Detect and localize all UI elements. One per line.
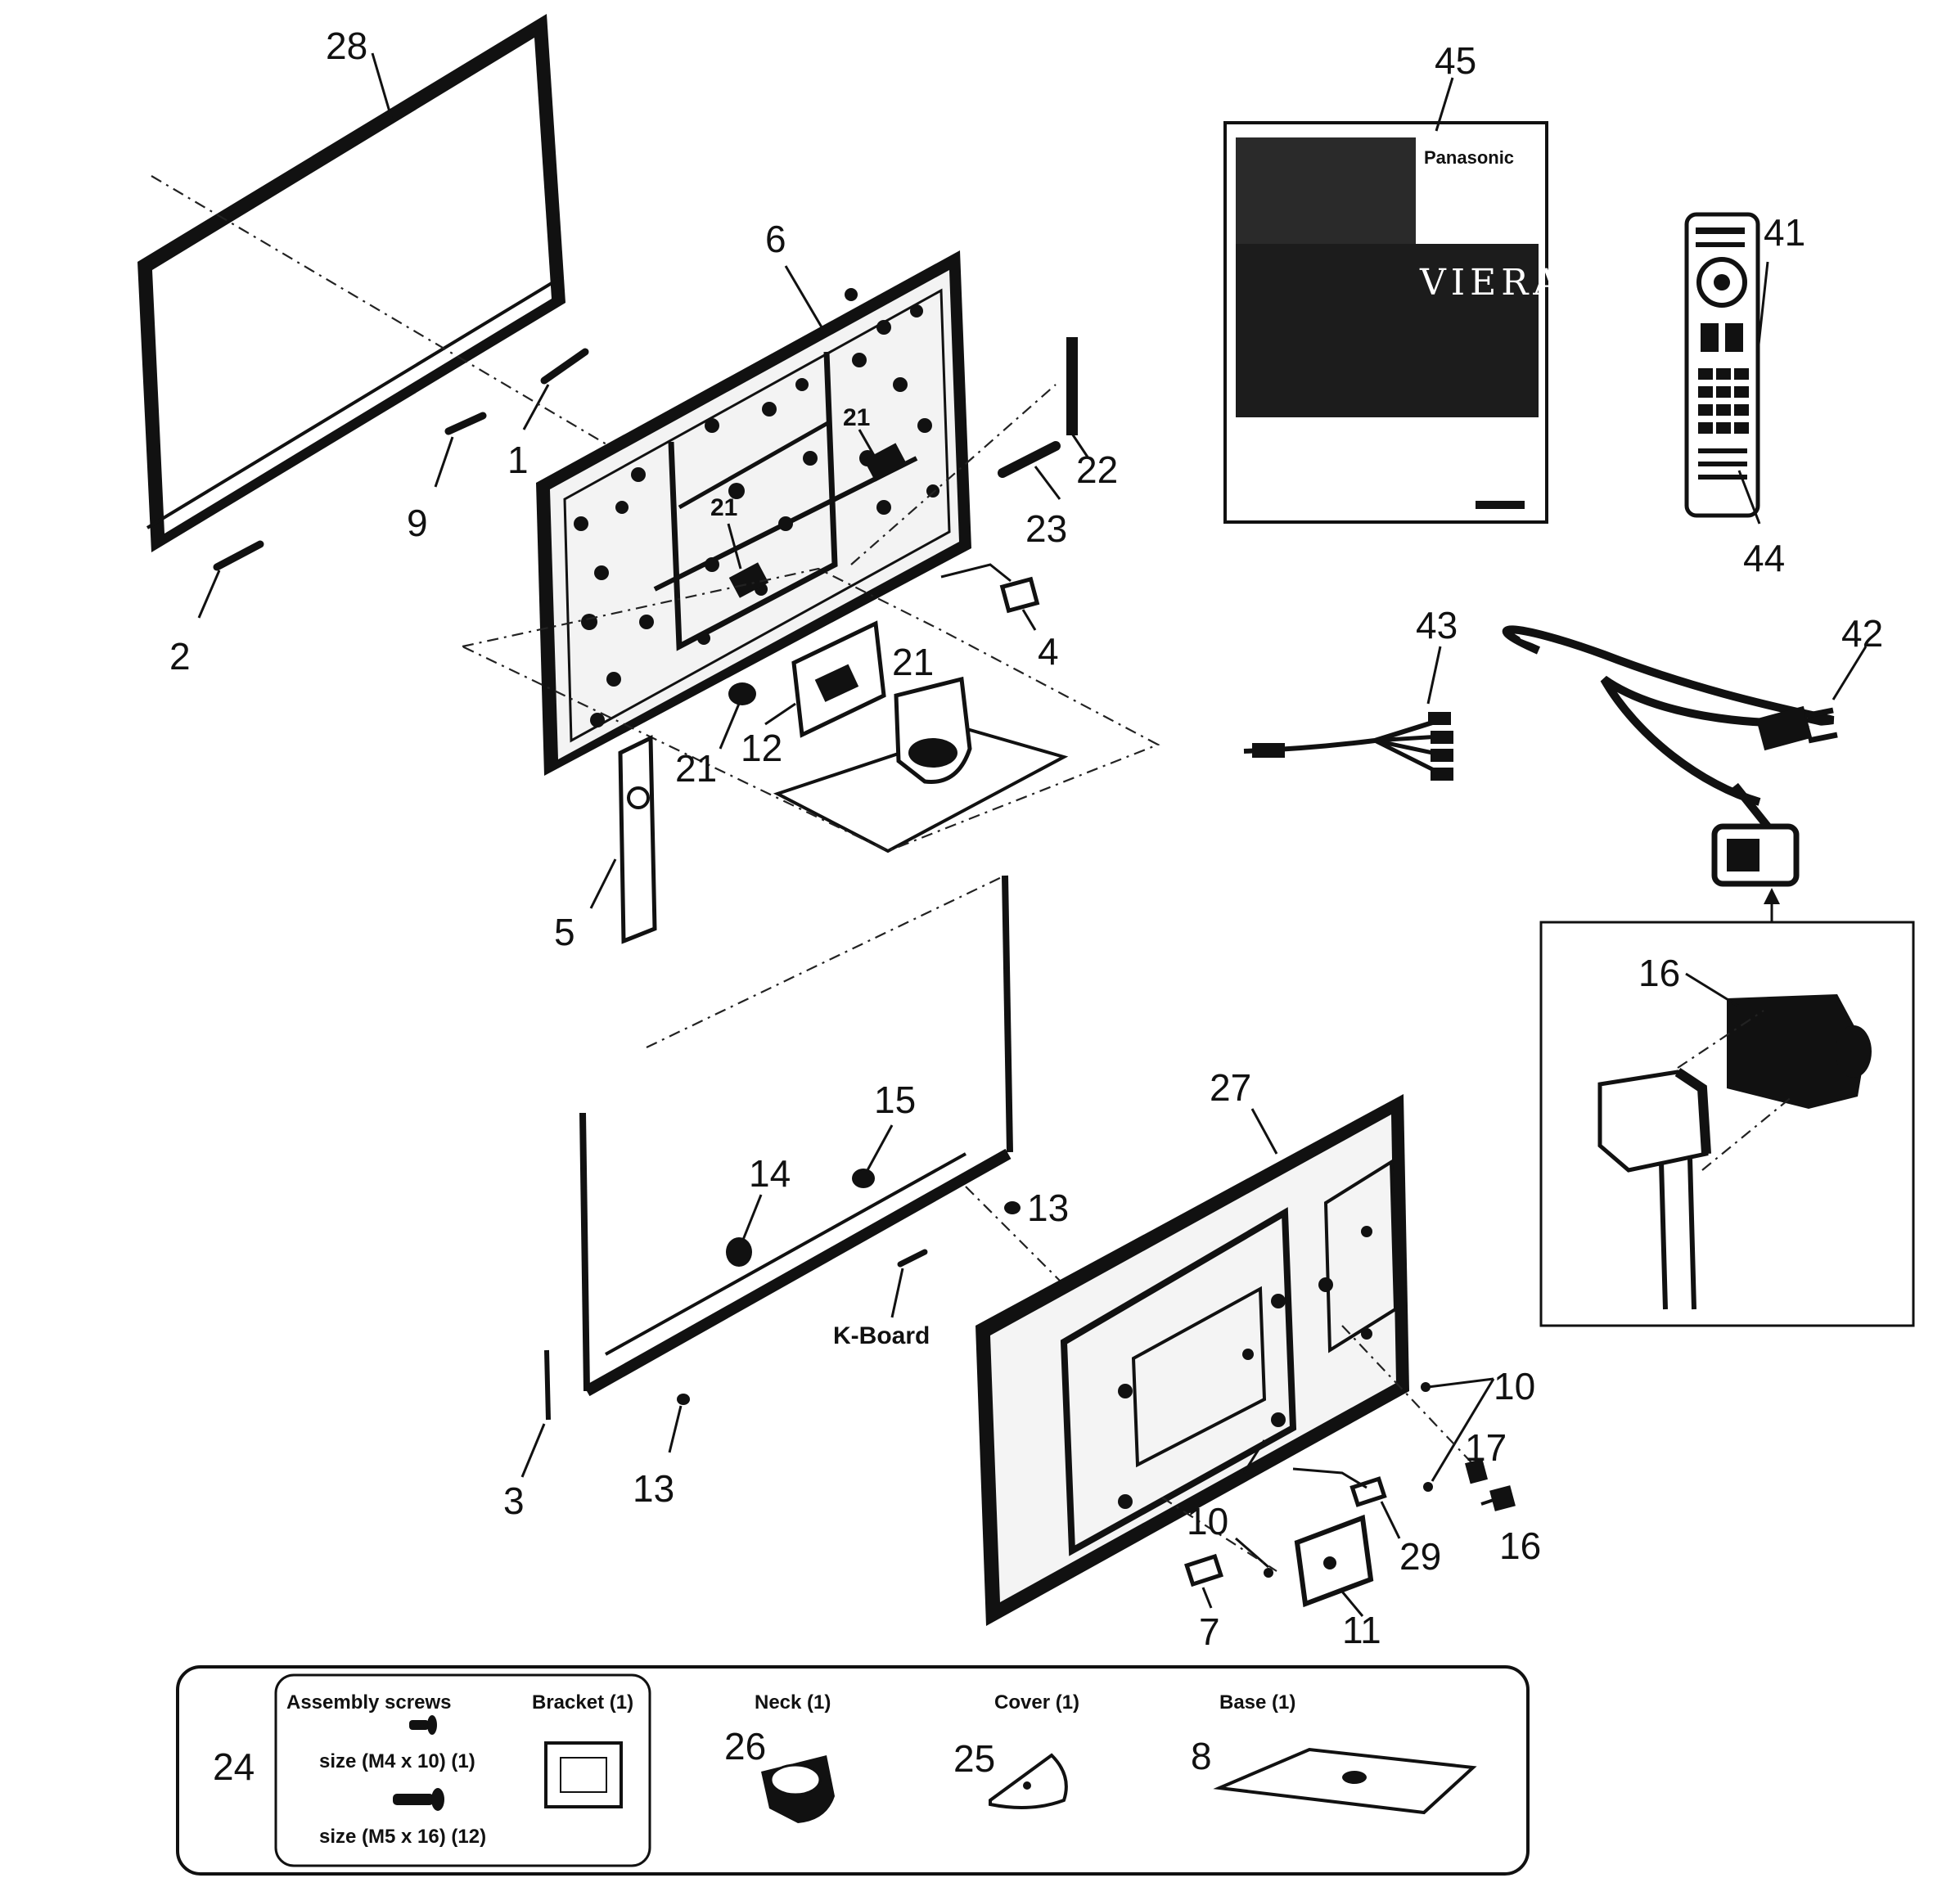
callout-10b: 10 [1187,1500,1228,1542]
callout-42: 42 [1841,612,1883,655]
callout-28: 28 [326,25,367,67]
alignment-line-speaker [850,384,1057,565]
kit-neck-label: Neck (1) [755,1691,831,1714]
stand-plate-12 [764,620,886,738]
base-icon [1213,1747,1477,1815]
front-bezel-28 [137,14,565,552]
chassis-panel-6 [536,250,971,776]
inset-ac-inlet-16 [1539,921,1915,1327]
callout-29: 29 [1399,1535,1441,1578]
callout-3: 3 [503,1479,525,1522]
stand-column-5 [589,735,657,944]
callout-1: 1 [507,439,529,481]
av-cable-43 [1243,646,1453,781]
panel-frame [579,875,1013,1397]
rear-cover-27 [975,1094,1409,1626]
callout-21b: 21 [710,494,737,521]
kit-bracket-label: Bracket (1) [532,1691,633,1714]
kit-size-b-label: size (M5 x 16) (12) [319,1826,486,1848]
part-14 [726,1194,763,1267]
stand-kit-box-24 [176,1665,1530,1876]
screw-m5-icon [393,1788,444,1811]
bezel-strip-1 [522,348,589,430]
k-board [890,1249,928,1318]
k-board-label: K-Board [833,1322,930,1349]
callout-12: 12 [741,727,782,769]
callout-9: 9 [407,502,428,544]
callout-44: 44 [1743,537,1785,579]
callout-21a: 21 [843,404,870,431]
callout-43: 43 [1416,604,1458,646]
alignment-line-back [965,1186,1065,1286]
callout-17: 17 [1465,1426,1507,1469]
callout-7: 7 [1199,1610,1220,1653]
callout-13b: 13 [633,1467,674,1510]
callout-41: 41 [1764,211,1805,254]
power-cord-42 [1502,625,1868,887]
callout-16b: 16 [1499,1524,1541,1567]
remote-control-41 [1684,212,1769,525]
arrow-head [1764,888,1780,904]
callout-26: 26 [724,1725,766,1768]
inlet-16 [1480,1485,1516,1511]
callout-25: 25 [953,1737,995,1780]
screw-set-21 [719,429,908,750]
callout-27: 27 [1210,1066,1251,1109]
screw-13a [1004,1201,1021,1214]
callout-14: 14 [749,1152,791,1195]
callout-45: 45 [1435,39,1476,82]
callout-21c: 21 [892,641,934,683]
callout-22: 22 [1076,448,1118,491]
part-3 [520,1349,551,1478]
callout-21d: 21 [675,747,717,790]
callout-labels: 28 45 41 6 22 23 1 9 2 21 21 21 21 4 12 … [169,25,1883,1788]
callout-5: 5 [554,911,575,953]
cover-17 [1465,1458,1488,1484]
kit-base-label: Base (1) [1219,1691,1295,1714]
pedestal-stand [773,676,1069,853]
kit-size-a-label: size (M4 x 10) (1) [319,1750,475,1772]
alignment-line-frame [646,875,1006,1048]
bracket-icon [544,1741,623,1808]
callout-10a: 10 [1494,1365,1535,1407]
screw-13b [668,1394,690,1453]
callout-11: 11 [1342,1609,1381,1651]
callout-24: 24 [213,1745,255,1788]
screws-10 [1235,1377,1495,1578]
manual-brand-text: Panasonic [1424,147,1514,168]
callout-4: 4 [1038,630,1059,673]
callout-13a: 13 [1027,1187,1069,1229]
speaker-22 [1066,337,1090,459]
cover-icon [989,1753,1068,1809]
alignment-line-front [151,175,631,459]
alignment-line-rear-screws [1161,1497,1277,1572]
leader-6 [784,265,828,336]
alignment-line-inlet [1341,1325,1482,1474]
owners-manual-45 [1223,121,1548,524]
connector-4 [940,563,1040,631]
bracket-7 [1184,1553,1223,1609]
kit-labels: Assembly screws size (M4 x 10) (1) size … [286,1691,1295,1848]
part-15 [852,1124,894,1188]
neck-icon [761,1755,835,1823]
callout-23: 23 [1025,507,1067,550]
callout-16a: 16 [1638,952,1680,994]
terminal-29 [1292,1467,1401,1539]
leader-28 [371,52,394,124]
callout-15: 15 [874,1079,916,1121]
speaker-23 [998,441,1061,500]
manual-product-text: VIERA [1419,262,1564,304]
callout-6: 6 [765,218,786,260]
stand-bracket-11 [1294,1514,1374,1617]
kit-cover-label: Cover (1) [994,1691,1079,1714]
callout-8: 8 [1191,1735,1212,1777]
bezel-strip-9 [434,412,487,488]
bezel-strip-2 [197,540,264,619]
kit-assembly-screws-label: Assembly screws [286,1691,451,1714]
leader-45 [1435,77,1454,132]
callout-2: 2 [169,635,191,678]
screw-m4-icon [409,1715,437,1735]
